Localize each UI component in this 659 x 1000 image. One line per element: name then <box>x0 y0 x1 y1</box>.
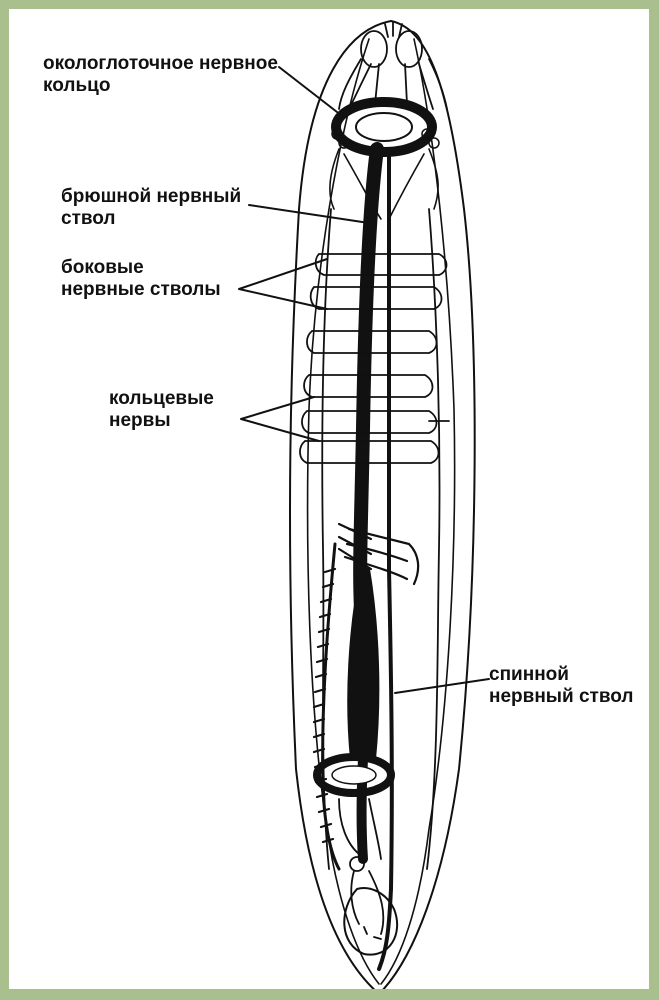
ventral-trunk-swelling <box>348 569 378 759</box>
dorsal-nerve-trunk <box>379 154 392 969</box>
label-ring-nerves: кольцевые нервы <box>109 388 214 432</box>
label-line: нервы <box>109 410 214 432</box>
label-ventral-trunk: брюшной нервный ствол <box>61 186 241 230</box>
label-line: нервный ствол <box>489 686 634 708</box>
tail-tip <box>364 927 381 939</box>
label-dorsal-trunk: спинной нервный ствол <box>489 664 634 708</box>
nervous-system-diagram <box>9 9 659 1000</box>
leader-dorsal-trunk <box>395 679 489 693</box>
posterior-ring <box>317 757 391 934</box>
label-line: кольцо <box>43 75 278 97</box>
body-outline <box>290 21 475 994</box>
label-line: боковые <box>61 257 221 279</box>
ventral-nerve-trunk <box>360 149 377 609</box>
leader-ring-nerves <box>241 397 319 441</box>
leader-lateral-trunks <box>239 259 327 309</box>
label-line: кольцевые <box>109 388 214 410</box>
label-line: ствол <box>61 208 241 230</box>
leader-ventral-trunk <box>249 205 369 223</box>
label-lateral-trunks: боковые нервные стволы <box>61 257 221 301</box>
label-line: нервные стволы <box>61 279 221 301</box>
serial-nerve-ticks <box>314 544 339 869</box>
label-line: спинной <box>489 664 634 686</box>
posterior-nerves <box>339 524 418 584</box>
label-line: окологлоточное нервное <box>43 53 278 75</box>
label-pharyngeal-ring: окологлоточное нервное кольцо <box>43 53 278 97</box>
head-organs <box>339 22 447 109</box>
leader-pharyngeal-ring <box>279 67 337 112</box>
label-line: брюшной нервный <box>61 186 241 208</box>
